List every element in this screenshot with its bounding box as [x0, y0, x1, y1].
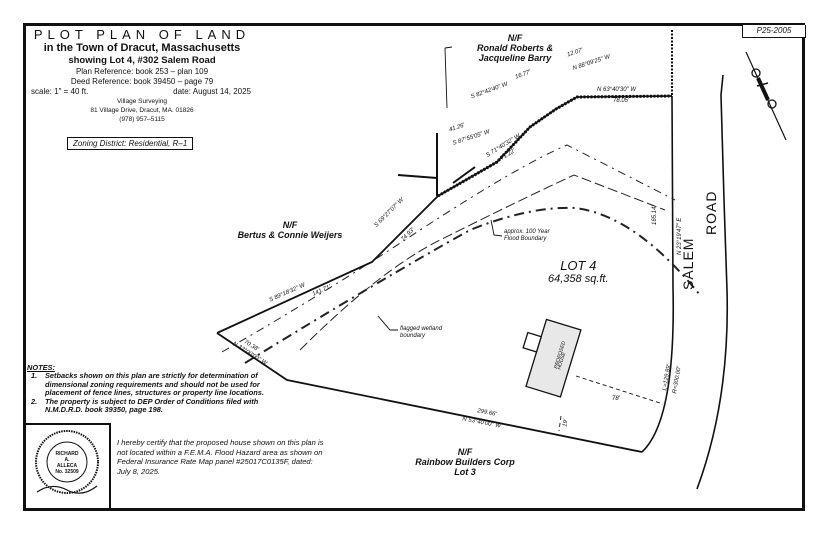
plan-number: P25-2005 [742, 25, 806, 38]
surveyor-name: Village Surveying [116, 98, 168, 105]
setback-front: 78' [612, 396, 620, 402]
bearing: N 23°19'47" E [677, 217, 683, 255]
surveyor-phone: (978) 957–5115 [119, 116, 165, 123]
certification-statement: I hereby certify that the proposed house… [117, 438, 324, 476]
bearing-distance: 165.14' [652, 205, 658, 226]
stone-wall [437, 94, 673, 198]
seal-box: RICHARD A. ALLECA No. 32509 [23, 423, 111, 511]
showing-line: showing Lot 4, #302 Salem Road [68, 55, 216, 66]
setback-lines [558, 375, 664, 432]
title-block: PLOT PLAN OF LAND in the Town of Dracut,… [27, 27, 257, 124]
abutter-south: N/F Rainbow Builders Corp Lot 3 [415, 447, 515, 477]
note-item: 1.Setbacks shown on this plan are strict… [31, 371, 264, 398]
proposed-house [522, 318, 582, 398]
plan-reference: Plan Reference: book 253 – plan 109 [75, 67, 209, 76]
surveyor-address: 81 Village Drive, Dracut, MA. 01826 [90, 107, 194, 114]
leader-lines [377, 46, 503, 331]
notes-block: NOTES: 1.Setbacks shown on this plan are… [27, 363, 267, 415]
plan-title: PLOT PLAN OF LAND [33, 27, 251, 42]
fence-lines [397, 133, 476, 196]
surveyor-seal [35, 430, 99, 494]
flood-boundary-label: approx. 100 Year [504, 229, 550, 235]
lot-label: LOT 4 64,358 sq.ft. [548, 258, 609, 285]
notes-heading: NOTES: [27, 363, 55, 372]
north-arrow-icon [745, 51, 787, 141]
town-line: in the Town of Dracut, Massachusetts [43, 42, 241, 54]
date: date: August 14, 2025 [173, 87, 251, 96]
abutter-west: N/F Bertus & Connie Weijers [237, 220, 343, 240]
wetland-label-2: boundary [400, 333, 426, 339]
flood-boundary-label-2: Flood Boundary [504, 236, 547, 242]
note-item: 2.The property is subject to DEP Order o… [31, 396, 259, 415]
salem-road-lines [641, 74, 729, 490]
zoning-district: Zoning District: Residential, R–1 [67, 137, 194, 150]
wetland-boundary-lines [221, 144, 701, 364]
road-name-road: ROAD [703, 190, 719, 235]
scale: scale: 1" = 40 ft. [31, 87, 89, 96]
abutter-north: N/F Ronald Roberts & Jacqueline Barry [476, 33, 553, 63]
bearing-distance: 78.05' [613, 98, 630, 104]
bearing: N 63°40'30" W [597, 87, 637, 93]
wetland-label: flagged wetland [400, 326, 443, 332]
drawing-border [23, 23, 805, 511]
deed-reference: Deed Reference: book 39450 – page 79 [70, 77, 214, 86]
seal-text: RICHARD A. ALLECA No. 32509 [55, 451, 79, 475]
